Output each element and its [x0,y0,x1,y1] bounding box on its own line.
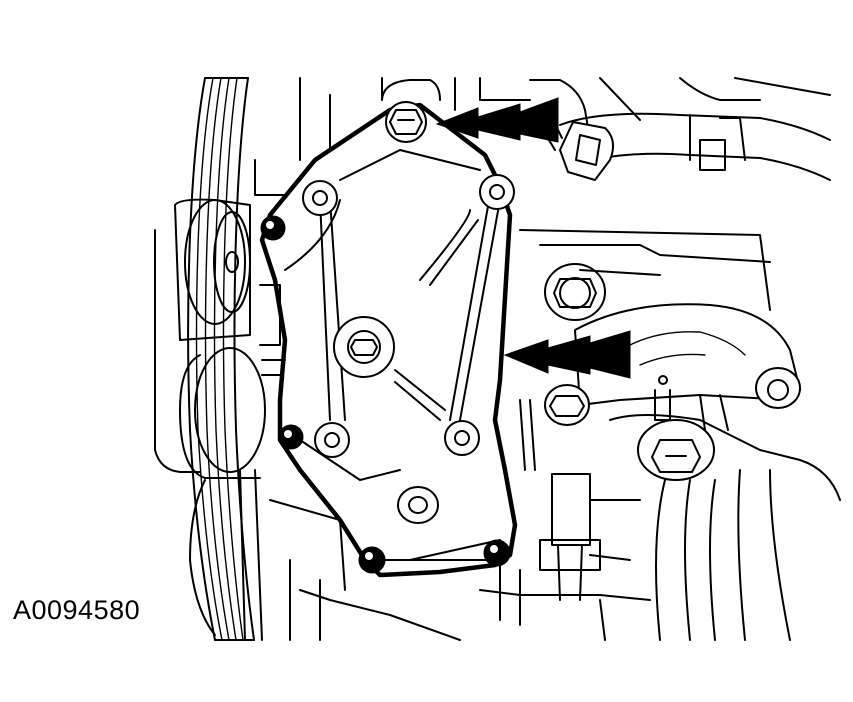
removal-arrow-icon [503,330,631,379]
bracket-bolt-top [385,101,427,143]
bracket-bolt-bottom-left [358,546,386,574]
bracket-bolt-bottom-right [483,539,511,567]
figure-id-label: A0094580 [13,595,141,625]
accessory-bracket [259,101,518,578]
bracket-bolt-upper-left [260,215,286,241]
removal-arrow-icon [435,97,559,143]
engine-background-linework [154,77,841,641]
bracket-bolt-lower-left [278,424,304,450]
